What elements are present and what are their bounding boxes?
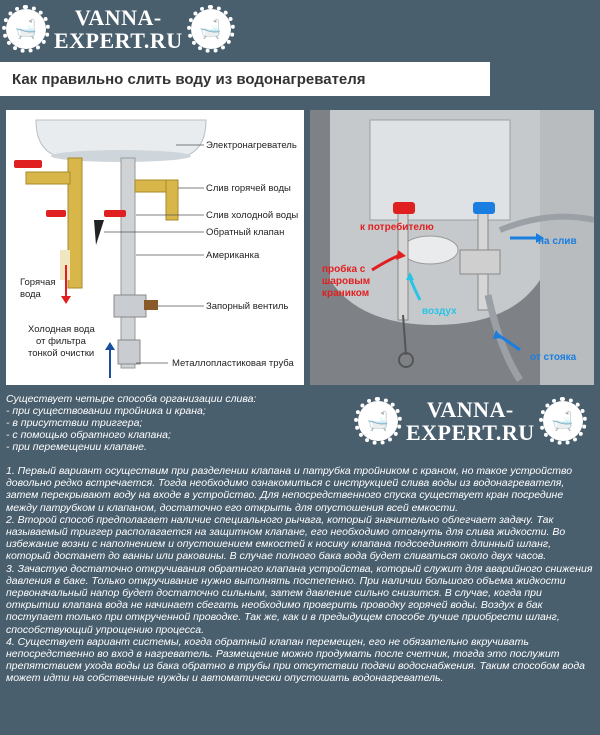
hot-branch xyxy=(25,171,71,185)
label-shutoff: Запорный вентиль xyxy=(206,301,288,312)
list-item: - с помощью обратного клапана; xyxy=(6,429,171,441)
label-union: Американка xyxy=(206,250,260,261)
brand-name: VANNA- EXPERT.RU xyxy=(406,397,535,446)
label-plug-1: пробка с xyxy=(322,263,366,275)
brand-logo-middle[interactable]: 🛁 VANNA- EXPERT.RU 🛁 xyxy=(354,397,587,446)
label-to-drain: на слив xyxy=(538,236,577,247)
label-air: воздух xyxy=(422,306,457,317)
hot-drain-down xyxy=(165,179,179,221)
bathtub-gear-icon: 🛁 xyxy=(186,5,235,54)
label-heater: Электронагреватель xyxy=(206,140,297,151)
flange xyxy=(401,235,459,265)
label-plug-3: краником xyxy=(322,288,369,299)
paragraph-1: 1. Первый вариант осуществим при разделе… xyxy=(6,465,573,514)
heater-rim xyxy=(51,150,191,162)
label-cold-drain: Слив холодной воды xyxy=(206,210,298,221)
label-check-valve: Обратный клапан xyxy=(206,227,284,238)
air-arrowhead xyxy=(406,272,414,280)
drain-valve-handle xyxy=(46,210,66,217)
plumbing-diagram: Электронагреватель Слив горячей воды Сли… xyxy=(6,110,304,385)
bathtub-gear-icon: 🛁 xyxy=(354,397,402,446)
check-valve-lever xyxy=(94,220,104,245)
braided-hose xyxy=(484,294,523,382)
label-cold-water-1: Холодная вода xyxy=(28,324,95,335)
red-cap xyxy=(393,202,415,214)
label-hot-drain: Слив горячей воды xyxy=(206,183,291,194)
label-cold-water-2: от фильтра xyxy=(36,336,87,347)
list-item: - при перемещении клапане. xyxy=(6,441,147,453)
bathtub-gear-icon: 🛁 xyxy=(538,397,587,446)
cold-valve-handle xyxy=(104,210,126,217)
wall xyxy=(540,110,594,385)
label-pipe: Металлопластиковая труба xyxy=(172,358,295,369)
cold-flow-arrow xyxy=(105,342,115,350)
label-from-riser: от стояка xyxy=(530,352,577,363)
article-body: 1. Первый вариант осуществим при разделе… xyxy=(6,465,594,685)
label-cold-water-3: тонкой очистки xyxy=(28,348,94,359)
cold-pipe xyxy=(120,157,136,369)
hot-flow-arrow xyxy=(61,296,71,304)
label-hot-water-2: вода xyxy=(20,289,42,300)
paragraph-3: 3. Зачастую достаточно откручивания обра… xyxy=(6,562,593,636)
intro-list: Существует четыре способа организации сл… xyxy=(6,393,336,453)
paragraph-2: 2. Второй способ предполагает наличие сп… xyxy=(6,513,566,563)
shutoff-handle xyxy=(144,300,158,310)
title-bar: Как правильно слить воду из водонагреват… xyxy=(0,62,490,96)
blue-cap xyxy=(473,202,495,214)
valve-chain xyxy=(402,314,407,356)
leader-lines xyxy=(104,144,204,364)
heater-photo: к потребителю на слив пробка с шаровым к… xyxy=(310,110,594,385)
page-title: Как правильно слить воду из водонагреват… xyxy=(12,70,366,88)
diagram-svg: Электронагреватель Слив горячей воды Сли… xyxy=(14,119,298,378)
brand-logo-top[interactable]: 🛁 VANNA- EXPERT.RU 🛁 xyxy=(2,5,235,54)
drain-arrowhead xyxy=(536,233,544,243)
list-item: - в присутствии триггера; xyxy=(6,417,143,429)
photo-svg: к потребителю на слив пробка с шаровым к… xyxy=(310,110,594,385)
pipe-fitting xyxy=(117,339,141,365)
paragraph-4: 4. Существует вариант системы, когда обр… xyxy=(6,635,585,685)
hot-valve-handle xyxy=(14,160,42,168)
check-valve xyxy=(459,249,501,275)
label-hot-water-1: Горячая xyxy=(20,277,56,288)
label-to-consumer: к потребителю xyxy=(360,221,434,233)
hot-pipe xyxy=(67,157,83,289)
drain-hose xyxy=(498,213,594,233)
intro-heading: Существует четыре способа организации сл… xyxy=(6,393,257,405)
valve-ring xyxy=(398,352,414,368)
brand-name: VANNA- EXPERT.RU xyxy=(54,5,183,54)
riser-arrowhead xyxy=(493,330,502,339)
plug-arrowhead xyxy=(396,250,406,260)
list-item: - при существовании тройника и крана; xyxy=(6,405,206,417)
label-plug-2: шаровым xyxy=(322,276,370,287)
shutoff-valve xyxy=(113,294,147,318)
bathtub-gear-icon: 🛁 xyxy=(2,5,50,54)
